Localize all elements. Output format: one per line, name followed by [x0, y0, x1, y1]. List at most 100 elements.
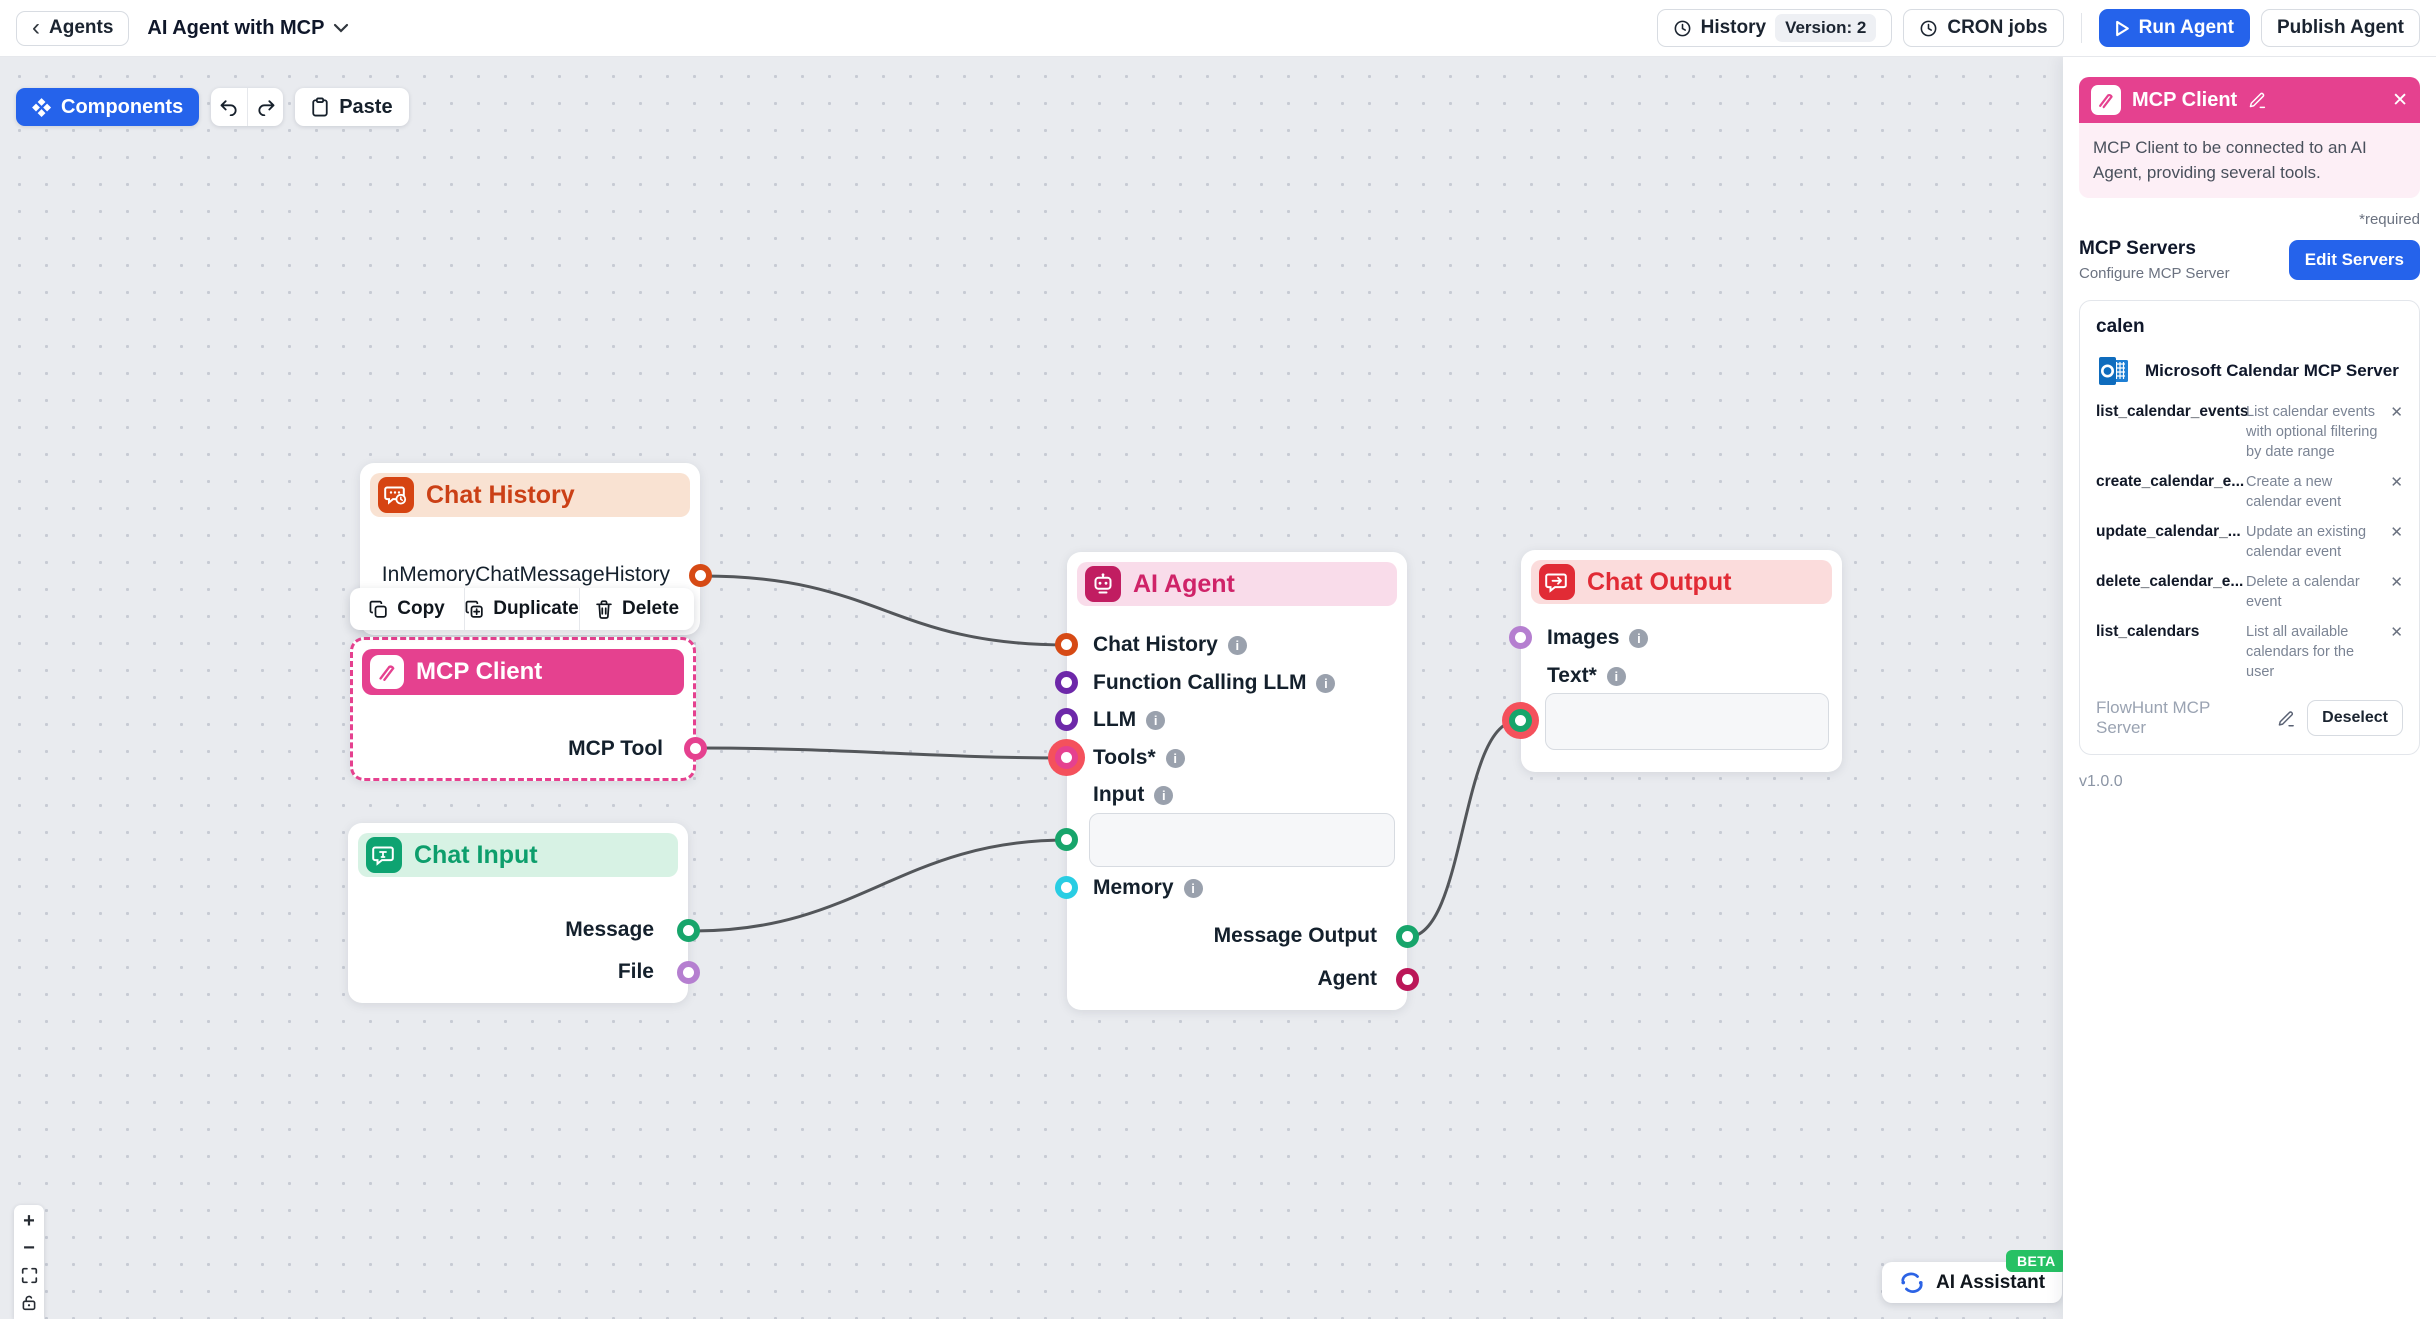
history-button[interactable]: History Version: 2: [1656, 9, 1893, 47]
run-label: Run Agent: [2138, 17, 2234, 38]
chevron-down-icon: [334, 23, 349, 33]
info-icon[interactable]: i: [1629, 628, 1649, 648]
panel-header: MCP Client ✕: [2079, 77, 2420, 123]
tool-description: Delete a calendar event: [2246, 574, 2360, 611]
port-agent-input[interactable]: [1055, 828, 1078, 851]
info-icon[interactable]: i: [1154, 785, 1174, 805]
canvas-toolbar: Components Paste: [16, 88, 409, 126]
remove-tool-icon[interactable]: ✕: [2390, 624, 2403, 642]
edit-servers-button[interactable]: Edit Servers: [2288, 240, 2420, 281]
node-chat-output[interactable]: Chat Output Images i Text* i: [1509, 550, 1842, 772]
tool-row: update_calendar_... Update an existing c…: [2096, 522, 2403, 562]
tool-description: Create a new calendar event: [2246, 474, 2342, 511]
agent-llm-label: LLM: [1093, 708, 1137, 731]
node-ai-agent[interactable]: AI Agent Chat History i Function Calling…: [1055, 552, 1419, 1010]
top-bar: ‹ Agents AI Agent with MCP History Versi…: [0, 0, 2436, 57]
output-images-label: Images: [1547, 626, 1620, 649]
port-agent-output[interactable]: [1396, 968, 1419, 991]
undo-button[interactable]: [211, 88, 247, 126]
copy-menu-item[interactable]: Copy: [350, 588, 464, 630]
duplicate-menu-item[interactable]: Duplicate: [464, 588, 579, 630]
components-button[interactable]: Components: [16, 88, 200, 126]
cron-jobs-button[interactable]: CRON jobs: [1903, 9, 2064, 47]
port-inmemorychatmessagehistory-output[interactable]: [689, 564, 712, 587]
remove-tool-icon[interactable]: ✕: [2390, 474, 2403, 492]
run-agent-button[interactable]: Run Agent: [2098, 9, 2250, 47]
port-output-images-input[interactable]: [1509, 626, 1532, 649]
ai-assistant-button[interactable]: AI Assistant: [1882, 1262, 2063, 1303]
flow-title-menu[interactable]: AI Agent with MCP: [147, 17, 349, 40]
edit-title-icon[interactable]: [2248, 91, 2266, 109]
footer-server-name: FlowHunt MCP Server: [2096, 698, 2210, 738]
port-output-text-input[interactable]: [1509, 709, 1532, 732]
port-agent-message-output[interactable]: [1396, 925, 1419, 948]
tool-description: List all available calendars for the use…: [2246, 624, 2355, 681]
lock-button[interactable]: [15, 1289, 43, 1316]
server-card-footer: FlowHunt MCP Server Deselect: [2096, 698, 2403, 738]
zoom-in-button[interactable]: +: [23, 1210, 35, 1232]
node-mcp-client[interactable]: MCP Client MCP Tool: [350, 637, 707, 781]
node-chat-input[interactable]: Chat Input Message File: [348, 823, 700, 1003]
delete-label: Delete: [621, 598, 680, 619]
agent-input-field[interactable]: [1089, 813, 1395, 867]
port-agent-memory-input[interactable]: [1055, 876, 1078, 899]
delete-menu-item[interactable]: Delete: [579, 588, 694, 630]
mcp-servers-row: MCP Servers Configure MCP Server Edit Se…: [2079, 238, 2420, 282]
back-to-agents-button[interactable]: ‹ Agents: [16, 10, 130, 46]
deselect-button[interactable]: Deselect: [2307, 700, 2403, 737]
remove-tool-icon[interactable]: ✕: [2390, 574, 2403, 592]
back-label: Agents: [49, 17, 114, 38]
agent-message-output-label: Message Output: [1213, 924, 1377, 947]
chat-output-icon: [1539, 564, 1575, 600]
server-name: Microsoft Calendar MCP Server: [2145, 361, 2399, 381]
publish-agent-button[interactable]: Publish Agent: [2260, 9, 2420, 47]
tool-row: list_calendars List all available calend…: [2096, 622, 2403, 682]
panel-description: MCP Client to be connected to an AI Agen…: [2079, 123, 2420, 199]
message-output-label: Message: [565, 918, 654, 941]
paste-button[interactable]: Paste: [295, 88, 409, 126]
port-mcp-tool-output[interactable]: [684, 737, 707, 760]
redo-button[interactable]: [247, 88, 283, 126]
port-file-output[interactable]: [677, 961, 700, 984]
agent-chat-history-label: Chat History: [1093, 633, 1218, 656]
fit-view-button[interactable]: [15, 1262, 43, 1289]
chat-input-header[interactable]: Chat Input: [358, 833, 678, 877]
ai-agent-header[interactable]: AI Agent: [1077, 562, 1397, 606]
port-agent-llm-input[interactable]: [1055, 708, 1078, 731]
info-icon[interactable]: i: [1183, 878, 1203, 898]
chat-history-output-label: InMemoryChatMessageHistory: [381, 563, 670, 586]
chat-history-header[interactable]: Chat History: [370, 473, 690, 517]
chat-output-header[interactable]: Chat Output: [1531, 560, 1832, 604]
remove-tool-icon[interactable]: ✕: [2390, 524, 2403, 542]
tool-name: list_calendars: [2096, 623, 2200, 641]
zoom-out-button[interactable]: −: [23, 1237, 35, 1259]
info-icon[interactable]: i: [1316, 673, 1336, 693]
components-icon: [32, 97, 51, 117]
chat-input-icon: [366, 837, 402, 873]
tool-row: list_calendar_events List calendar event…: [2096, 402, 2403, 462]
agent-function-calling-llm-label: Function Calling LLM: [1093, 671, 1307, 694]
ai-assistant-label: AI Assistant: [1936, 1271, 2046, 1293]
port-message-output[interactable]: [677, 919, 700, 942]
page-title: AI Agent with MCP: [147, 16, 325, 39]
info-icon[interactable]: i: [1146, 710, 1166, 730]
play-icon: [2115, 20, 2129, 36]
clipboard-icon: [312, 97, 328, 117]
output-text-field[interactable]: [1545, 693, 1829, 750]
info-icon[interactable]: i: [1606, 666, 1626, 686]
mcp-client-header[interactable]: MCP Client: [362, 649, 684, 695]
remove-tool-icon[interactable]: ✕: [2390, 404, 2403, 422]
agent-input-label: Input: [1093, 783, 1145, 806]
port-agent-function-calling-llm-input[interactable]: [1055, 671, 1078, 694]
port-agent-chat-history-input[interactable]: [1055, 633, 1078, 656]
info-icon[interactable]: i: [1227, 635, 1247, 655]
close-panel-icon[interactable]: ✕: [2392, 89, 2408, 111]
port-agent-tools-input[interactable]: [1055, 746, 1078, 769]
edit-server-icon[interactable]: [2277, 709, 2295, 728]
panel-title: MCP Client: [2132, 88, 2238, 111]
outlook-calendar-icon: [2099, 357, 2128, 386]
mcp-icon: [2091, 85, 2121, 115]
info-icon[interactable]: i: [1165, 748, 1185, 768]
version-badge: Version: 2: [1775, 14, 1877, 42]
mcp-client-panel: MCP Client ✕ MCP Client to be connected …: [2063, 57, 2436, 1319]
